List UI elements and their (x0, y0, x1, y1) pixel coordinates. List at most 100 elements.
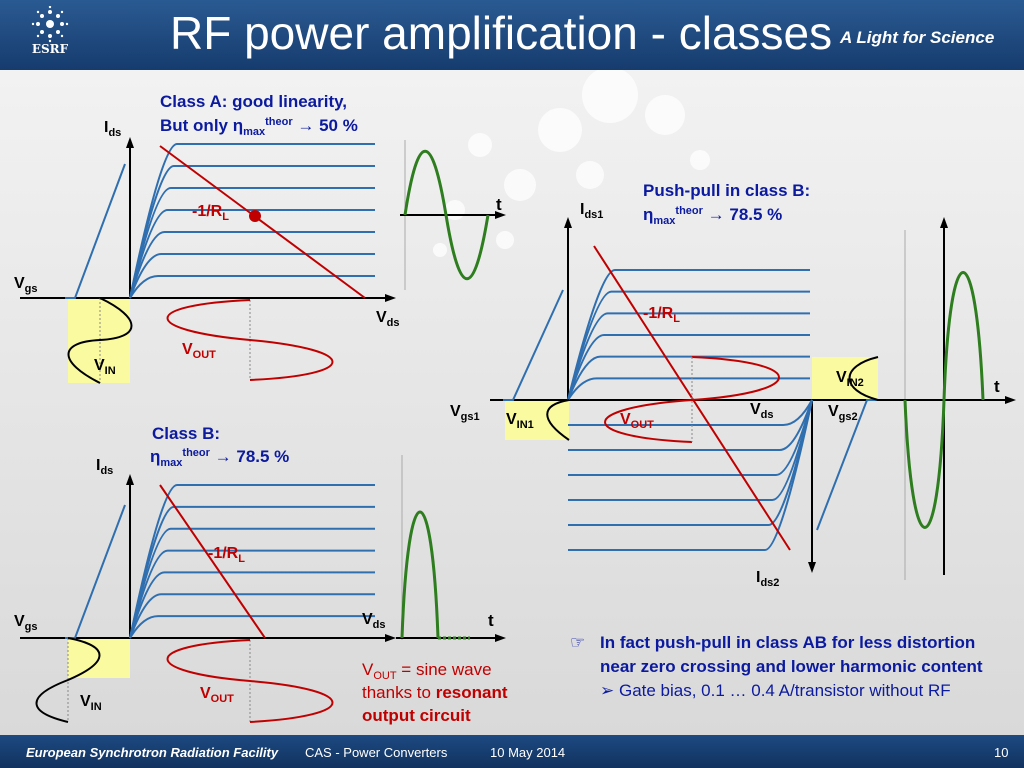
ids2-sub: ds2 (760, 577, 779, 589)
load-sub: L (238, 553, 245, 565)
class-b-heading-2: η (150, 447, 160, 466)
esrf-logo (22, 5, 78, 62)
svg-text:Ids1: Ids1 (580, 201, 603, 221)
svg-text:Vgs: Vgs (14, 613, 38, 633)
characteristic-curve (567, 377, 810, 401)
ids2-label: I (756, 569, 760, 586)
t-label: t (994, 377, 1000, 396)
load-line (159, 484, 266, 639)
vgs1-label: V (450, 403, 461, 420)
upper-characteristic-curves (503, 269, 810, 401)
note-v: V (362, 660, 374, 679)
svg-text:VIN2: VIN2 (836, 369, 864, 389)
characteristic-curve (129, 527, 375, 639)
footer-org: European Synchrotron Radiation Facility (26, 745, 279, 760)
t-label: t (488, 611, 494, 630)
decorative-bubbles (433, 70, 710, 257)
push-pull-diagram: Ids1 Ids2 Vgs1 Vgs2 Vds -1/RL VIN1 VIN2 … (450, 181, 1016, 589)
logo-text: ESRF (31, 42, 69, 56)
class-b-eta-sub: max (160, 457, 183, 469)
svg-text:-1/RL: -1/RL (208, 545, 245, 565)
output-sine (903, 271, 985, 529)
characteristic-curve (568, 399, 813, 526)
vout-sine (166, 299, 334, 381)
vin1-highlight (505, 400, 569, 440)
footer-course: CAS - Power Converters (305, 745, 448, 760)
svg-text:Ids2: Ids2 (756, 569, 779, 589)
ids1-label: I (580, 201, 584, 218)
vout-sine (166, 639, 334, 723)
load-sub: L (222, 211, 229, 223)
push-pull-heading-2: η (643, 205, 653, 224)
class-a-heading-2: But only η (160, 116, 243, 135)
ids-label: I (96, 457, 100, 474)
characteristic-curve (568, 399, 813, 451)
class-a-efficiency: → 50 % (293, 116, 358, 135)
half-sine (400, 510, 440, 639)
vds-sub: ds (761, 409, 774, 421)
class-b-diagram: Ids Vgs Vds -1/RL VIN VOUT t Class B: ηm… (14, 424, 508, 725)
svg-text:ηmaxtheor → 78.5 %: ηmaxtheor → 78.5 % (150, 447, 289, 469)
characteristic-curve (129, 593, 375, 639)
bias-point (249, 210, 261, 222)
page-title: RF power amplification - classes (170, 7, 833, 59)
characteristic-curve (129, 571, 375, 639)
push-pull-heading-1: Push-pull in class B: (643, 181, 810, 200)
vgs2-label: V (828, 403, 839, 420)
class-b-efficiency: → 78.5 % (210, 447, 289, 466)
footer-bar: European Synchrotron Radiation Facility … (0, 735, 1024, 768)
vout-sub: OUT (211, 693, 235, 705)
vin-label: V (80, 693, 91, 710)
vin-sine (67, 297, 133, 384)
bullet-block: ☞ In fact push-pull in class AB for less… (570, 631, 1010, 703)
push-pull-eta-sub: max (653, 215, 676, 227)
svg-text:VOUT: VOUT (620, 411, 654, 431)
vgs-label: V (14, 613, 25, 630)
svg-text:Vds: Vds (376, 309, 400, 329)
svg-text:Vgs2: Vgs2 (828, 403, 858, 423)
push-pull-efficiency: → 78.5 % (703, 205, 782, 224)
vout-sub: OUT (193, 349, 217, 361)
note-bold: resonant (436, 683, 508, 702)
vin2-sub: IN2 (847, 377, 864, 389)
bullet-sub: ➢ Gate bias, 0.1 … 0.4 A/transistor with… (600, 681, 951, 700)
vin1-label: V (506, 411, 517, 428)
class-a-eta-sub: max (243, 126, 266, 138)
load-label: -1/R (208, 545, 239, 562)
svg-text:VIN: VIN (94, 357, 116, 377)
vout-label: V (200, 685, 211, 702)
load-label: -1/R (643, 305, 674, 322)
lower-characteristic-curves (568, 399, 877, 551)
svg-text:-1/RL: -1/RL (192, 203, 229, 223)
sunburst-icon (31, 5, 69, 43)
svg-text:VIN1: VIN1 (506, 411, 534, 431)
svg-text:ηmaxtheor → 78.5 %: ηmaxtheor → 78.5 % (643, 205, 782, 227)
characteristic-curve (129, 253, 375, 299)
svg-text:Vds: Vds (750, 401, 774, 421)
ids-sub: ds (108, 127, 121, 139)
vin-sine (35, 637, 101, 723)
transfer-curve (65, 504, 126, 639)
vout-sub: OUT (631, 419, 655, 431)
tagline: A Light for Science (840, 28, 995, 47)
vgs2-sub: gs2 (839, 411, 858, 423)
amplifier-diagrams: Ids Vgs Vds -1/RL VIN VOUT t Class A: go… (14, 70, 1016, 725)
pointing-hand-icon: ☞ (570, 633, 586, 652)
load-line (159, 145, 366, 299)
slide-content: Ids Vgs Vds -1/RL VIN VOUT t Class A: go… (0, 70, 1024, 735)
characteristic-curve (567, 355, 810, 401)
page-number: 10 (994, 745, 1009, 760)
vgs-label: V (14, 275, 25, 292)
vds-sub: ds (387, 317, 400, 329)
svg-text:-1/RL: -1/RL (643, 305, 680, 325)
vout-label: V (620, 411, 631, 428)
vin-sub: IN (91, 701, 102, 713)
transfer-curve (65, 163, 126, 299)
output-sine (403, 149, 490, 281)
vds-sub: ds (373, 619, 386, 631)
vds-label: V (362, 611, 373, 628)
ids-label: I (104, 119, 108, 136)
svg-text:Vgs: Vgs (14, 275, 38, 295)
ids1-sub: ds1 (584, 209, 603, 221)
characteristic-curve (129, 231, 375, 299)
